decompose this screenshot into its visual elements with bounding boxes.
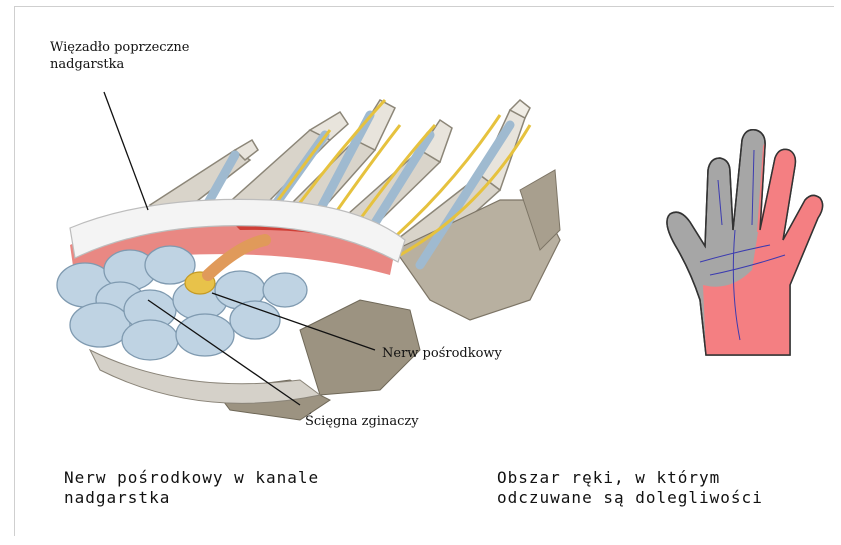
tendons-label: Ścięgna zginaczy [305, 414, 419, 430]
left-caption-line1: Nerw pośrodkowy w kanale [64, 468, 319, 488]
left-caption-line2: nadgarstka [64, 488, 170, 508]
right-caption-line1: Obszar ręki, w którym [497, 468, 720, 488]
wrist-anatomy-illustration [57, 100, 560, 420]
ligament-leader-line [104, 92, 148, 210]
hand-affected-area-diagram [667, 130, 823, 355]
ligament-label-line1: Więzadło poprzeczne [50, 40, 190, 56]
right-caption-line2: odczuwane są dolegliwości [497, 488, 763, 508]
ligament-label-line2: nadgarstka [50, 57, 124, 73]
nerve-label: Nerw pośrodkowy [382, 346, 502, 362]
